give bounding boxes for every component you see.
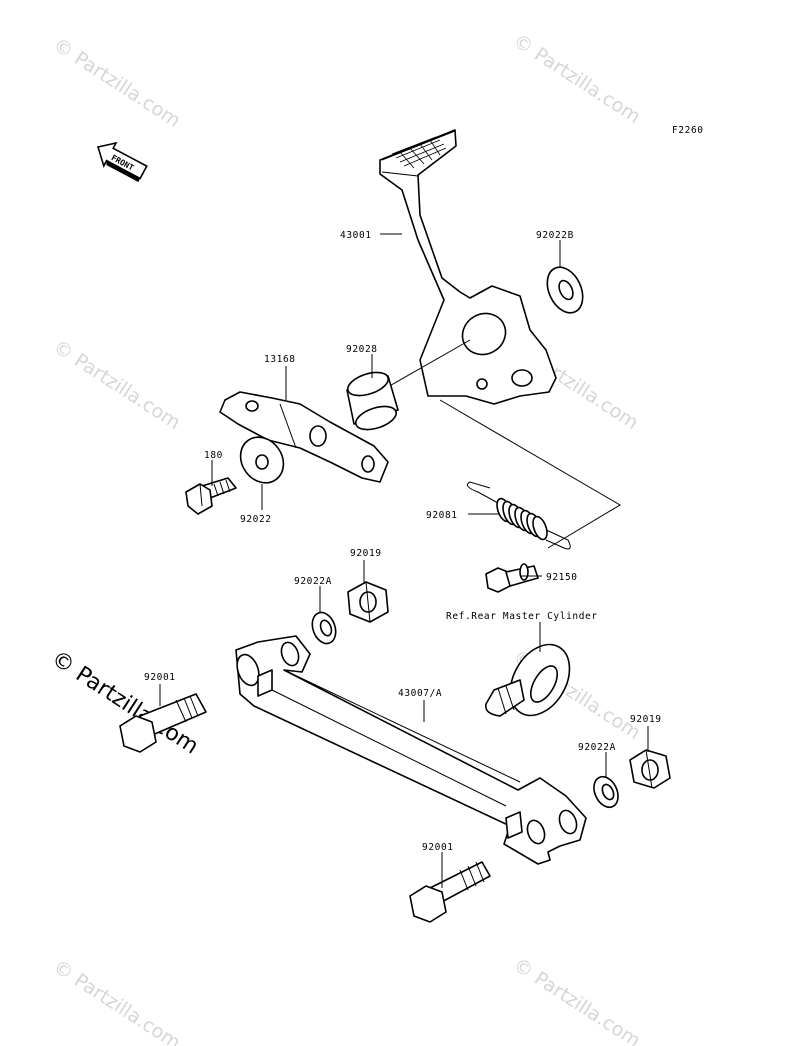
label-43007a: 43007/A: [398, 688, 442, 699]
watermark-mid-left: © Partzilla.com: [49, 336, 184, 434]
label-92022a-right: 92022A: [578, 742, 616, 753]
brake-pedal-43001: [379, 129, 557, 405]
watermark-top-right: © Partzilla.com: [509, 30, 644, 128]
watermark-bottom-left: © Partzilla.com: [49, 956, 184, 1046]
rod-43007a: [235, 635, 587, 865]
watermark-bottom-right: © Partzilla.com: [509, 954, 644, 1046]
label-92019-top: 92019: [350, 548, 382, 559]
part-labels: 43001 92022B 92028 13168 180 92022 92081…: [144, 230, 662, 853]
bolt-92001-bottom: [409, 861, 491, 923]
nut-92019-right: [629, 749, 671, 789]
watermarks: © Partzilla.com © Partzilla.com © Partzi…: [47, 30, 644, 1046]
bolt-92001-left: [119, 693, 207, 753]
label-92022: 92022: [240, 514, 272, 525]
collar-axis-line: [385, 339, 471, 389]
plate-13168: [219, 391, 389, 483]
bolt-180: [185, 477, 237, 515]
washer-92022b: [546, 266, 584, 314]
label-92081: 92081: [426, 510, 458, 521]
collar-92028: [346, 371, 399, 431]
master-cylinder-clevis: [484, 643, 571, 717]
figure-code: F2260: [672, 125, 704, 136]
leader-lines: [159, 233, 649, 888]
spring-92081: [466, 481, 571, 550]
label-13168: 13168: [264, 354, 296, 365]
bolt-92150: [485, 563, 539, 593]
nut-92019-top: [347, 581, 389, 623]
label-92022a-top: 92022A: [294, 576, 332, 587]
label-180: 180: [204, 450, 223, 461]
label-92001-bottom: 92001: [422, 842, 454, 853]
label-92150: 92150: [546, 572, 578, 583]
label-92028: 92028: [346, 344, 378, 355]
washer-92022a-top: [311, 611, 337, 645]
label-43001: 43001: [340, 230, 372, 241]
assembly-bracket-line: [439, 399, 621, 549]
label-92019-right: 92019: [630, 714, 662, 725]
washer-92022a-right: [593, 775, 619, 809]
front-arrow-icon: FRONT: [96, 141, 148, 183]
pedal-grip-hatch: [391, 136, 447, 169]
washer-92022: [239, 436, 285, 484]
label-92001-left: 92001: [144, 672, 176, 683]
watermark-top-left: © Partzilla.com: [49, 34, 184, 132]
label-92022b: 92022B: [536, 230, 574, 241]
label-ref-master-cylinder: Ref.Rear Master Cylinder: [446, 611, 598, 622]
